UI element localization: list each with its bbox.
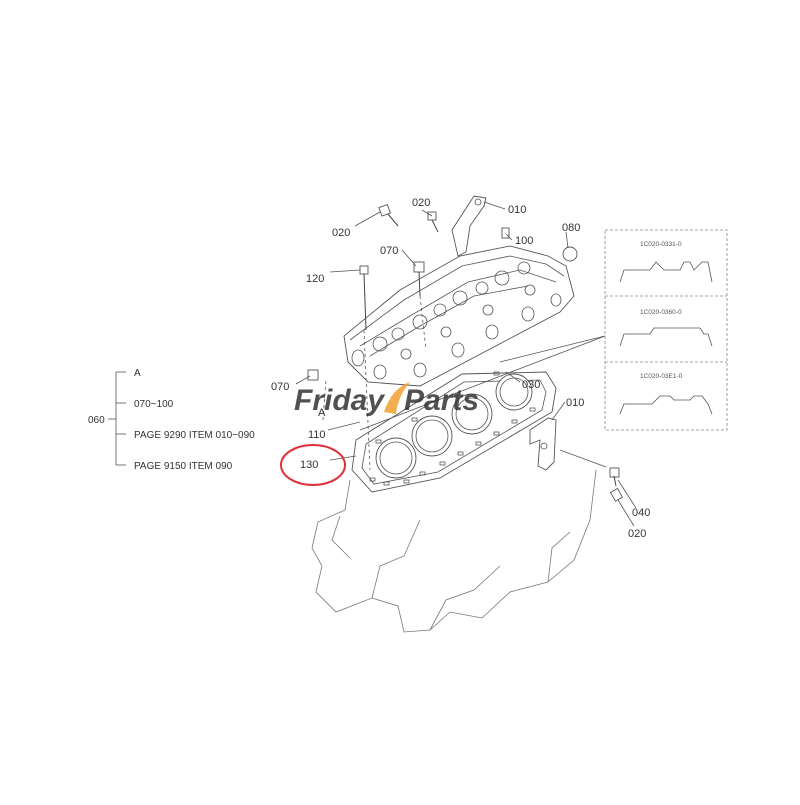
leader-lines (295, 201, 637, 527)
lifting-bracket-right (529, 417, 557, 471)
detail-panel-3-code: 1C020-03E1-0 (640, 373, 683, 380)
bolt-020-top-left (378, 203, 399, 227)
friday-parts-watermark: Friday Parts (294, 382, 479, 417)
nut-070-top (413, 261, 425, 297)
nut-070-left (307, 369, 319, 381)
engine-block-drawing (311, 469, 597, 633)
watermark-text-friday: Friday (294, 384, 385, 417)
gasket-profile-2 (619, 327, 713, 347)
callout-020-top: 020 (412, 197, 430, 209)
callout-130: 130 (300, 459, 318, 471)
legend-root: 060 (88, 415, 105, 426)
detail-panels: 1C020-0331-0 1C020-0360-0 1C020-03E1-0 (604, 229, 728, 431)
plug-100 (501, 227, 510, 239)
callout-030: 030 (522, 379, 540, 391)
legend-item-page-9290: PAGE 9290 ITEM 010~090 (134, 430, 255, 441)
callout-120: 120 (306, 273, 324, 285)
legend-item-page-9150: PAGE 9150 ITEM 090 (134, 461, 233, 472)
gasket-profile-3 (619, 395, 713, 415)
callout-080: 080 (562, 222, 580, 234)
view-a-label: A (318, 407, 326, 419)
legend-item-a: A (134, 368, 141, 379)
callout-020-left: 020 (332, 227, 350, 239)
detail-panel-2-code: 1C020-0360-0 (640, 309, 682, 316)
stud-020-bottom (609, 487, 624, 502)
callout-020-bottom: 020 (628, 528, 646, 540)
highlight-circle (280, 444, 346, 486)
callout-070-left: 070 (271, 381, 289, 393)
head-gasket-drawing (351, 371, 557, 493)
detail-panel-1-code: 1C020-0331-0 (640, 241, 682, 248)
callout-040: 040 (632, 507, 650, 519)
legend-item-070-100: 070~100 (134, 399, 174, 410)
legend-tree: 060 A 070~100 PAGE 9290 ITEM 010~090 PAG… (88, 368, 255, 472)
bolt-020-top (427, 211, 439, 233)
callout-100: 100 (515, 235, 533, 247)
callout-010-right: 010 (566, 397, 584, 409)
callout-labels: 020 010 020 100 080 070 120 070 A 110 13… (271, 197, 650, 540)
watermark-text-parts: Parts (404, 384, 479, 417)
cap-080 (562, 246, 578, 262)
bolt-040 (609, 467, 620, 487)
lifting-bracket-top (451, 195, 487, 257)
watermark-leaf-icon (384, 382, 410, 414)
callout-010-top: 010 (508, 204, 526, 216)
gasket-profile-1 (619, 261, 713, 283)
cylinder-head-drawing (343, 245, 575, 387)
callout-070-top: 070 (380, 245, 398, 257)
callout-110: 110 (308, 429, 326, 441)
